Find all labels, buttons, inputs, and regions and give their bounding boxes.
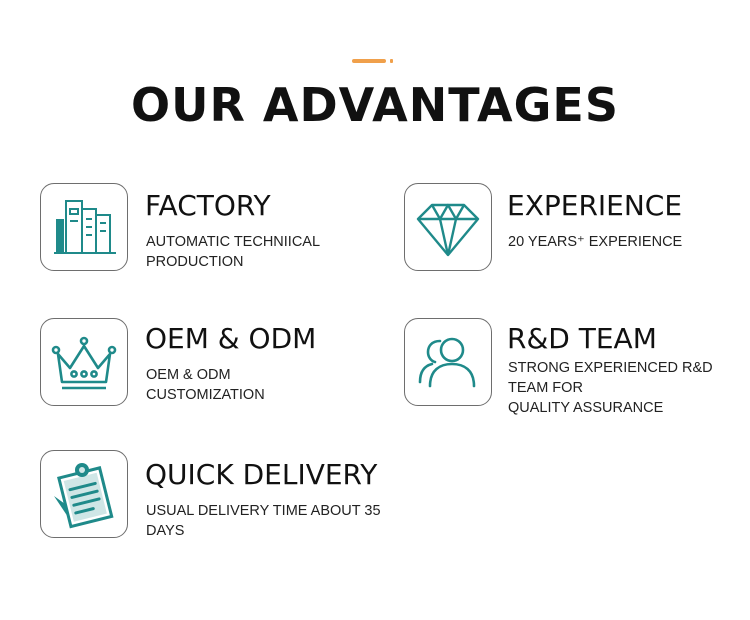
desc-line: CUSTOMIZATION: [146, 387, 265, 403]
item-desc-quick-delivery: USUAL DELIVERY TIME ABOUT 35 DAYS: [146, 501, 381, 541]
team-icon: [418, 337, 476, 388]
icon-box-quick-delivery: [40, 450, 128, 538]
desc-line: 20 YEARS⁺ EXPERIENCE: [508, 234, 683, 250]
desc-line: PRODUCTION: [146, 254, 244, 270]
desc-line: TEAM FOR: [508, 380, 583, 396]
desc-line: OEM & ODM: [146, 367, 231, 383]
desc-line: AUTOMATIC TECHNIICAL: [146, 234, 321, 250]
item-desc-factory: AUTOMATIC TECHNIICAL PRODUCTION: [146, 232, 320, 272]
desc-line: DAYS: [146, 523, 185, 539]
icon-box-factory: [40, 183, 128, 271]
desc-line: USUAL DELIVERY TIME ABOUT 35: [146, 503, 381, 519]
diamond-icon: [416, 203, 480, 257]
desc-line: STRONG EXPERIENCED R&D: [508, 360, 713, 376]
item-title-rd-team: R&D TEAM: [507, 322, 657, 355]
crown-icon: [51, 336, 117, 390]
clipboard-icon: [54, 463, 114, 529]
accent-bar: [352, 59, 386, 63]
item-desc-experience: 20 YEARS⁺ EXPERIENCE: [508, 232, 682, 252]
item-title-oem-odm: OEM & ODM: [145, 322, 317, 355]
accent-dot: [390, 59, 393, 63]
icon-box-rd-team: [404, 318, 492, 406]
item-title-quick-delivery: QUICK DELIVERY: [145, 458, 378, 491]
page-title: OUR ADVANTAGES: [131, 78, 619, 132]
item-desc-oem-odm: OEM & ODM CUSTOMIZATION: [146, 365, 265, 405]
item-desc-rd-team: STRONG EXPERIENCED R&D TEAM FOR QUALITY …: [508, 358, 713, 418]
buildings-icon: [54, 200, 116, 254]
desc-line: QUALITY ASSURANCE: [508, 400, 664, 416]
item-title-experience: EXPERIENCE: [507, 189, 683, 222]
icon-box-oem: [40, 318, 128, 406]
item-title-factory: FACTORY: [145, 189, 271, 222]
icon-box-experience: [404, 183, 492, 271]
